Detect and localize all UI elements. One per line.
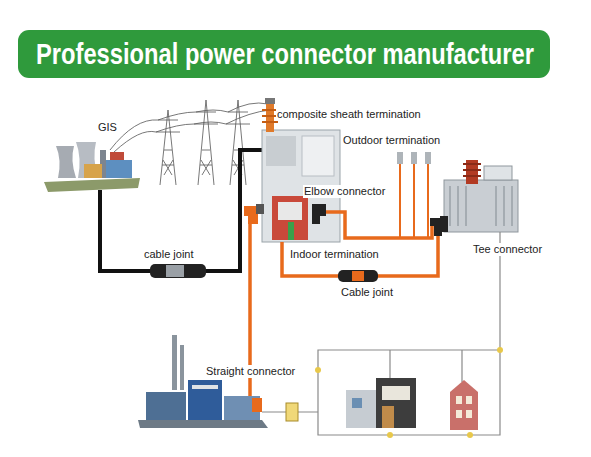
elbow-connectors [244, 204, 326, 224]
houses [346, 378, 478, 430]
cable-joint [150, 264, 206, 278]
outdoor-terminations [397, 152, 431, 238]
part-label: Tee connector [472, 243, 543, 256]
part-label: composite sheath termination [276, 108, 422, 121]
part-label: Cable joint [340, 286, 394, 299]
meter-box [286, 403, 298, 421]
cable-joint [338, 270, 378, 282]
part-label: GIS [97, 121, 118, 134]
junction-dots [315, 347, 503, 438]
part-label: Straight connector [205, 365, 296, 378]
distribution-wires [262, 232, 500, 435]
part-label: Outdoor termination [342, 134, 441, 147]
title-text: Professional power connector manufacture… [36, 37, 534, 71]
part-label: Elbow connector [303, 185, 386, 198]
part-label: Indoor termination [289, 248, 380, 261]
cable [100, 150, 262, 271]
transformer [440, 160, 518, 232]
power-plant [44, 142, 140, 192]
part-label: cable joint [143, 248, 195, 261]
transmission-towers [110, 100, 270, 185]
tee-connector [430, 218, 446, 236]
factory [138, 335, 268, 428]
title-banner [18, 30, 550, 78]
